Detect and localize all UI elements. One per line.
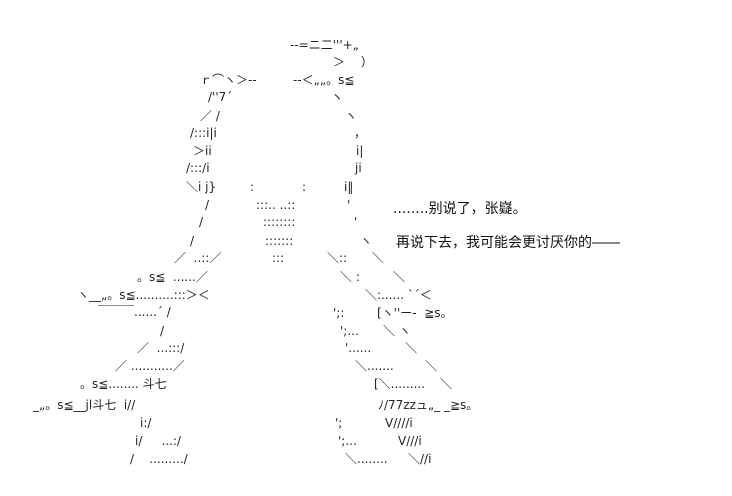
art-line: ';: <box>333 306 345 320</box>
art-line: [＼......... <box>374 377 426 391</box>
art-line: ＼ : <box>340 270 360 284</box>
art-line: ｒ⌒ヽ＞-- <box>200 73 257 87</box>
art-line: : <box>250 180 255 194</box>
art-line: /''7´ <box>208 90 233 104</box>
art-line: ヽ <box>345 109 358 123</box>
art-line: ＼ <box>393 270 406 284</box>
dialogue-line-1: ........别说了，张嶷。 <box>393 201 527 217</box>
art-line: ＼ <box>425 359 438 373</box>
art-line: ＞ ） <box>333 55 373 69</box>
art-line: ' <box>347 198 351 212</box>
art-line: ， <box>354 126 367 140</box>
art-line: ＼ <box>440 377 453 391</box>
art-line: --=ニ二'''+„ <box>290 38 359 52</box>
art-line: ＼ ヽ <box>383 324 411 338</box>
art-line: '; <box>335 416 343 430</box>
art-line: ＼....... <box>355 359 394 373</box>
art-line: [ヽ''ー- ≧s。 <box>377 306 453 320</box>
art-line: ＼//i <box>408 452 432 466</box>
art-line: ／ ...:::/ <box>137 341 185 355</box>
art-line: ＼i j} <box>186 180 217 194</box>
art-line: ／ ...........／ <box>115 359 185 373</box>
art-line: ヽ__„。s≦..........:::＞＜ <box>77 288 210 302</box>
art-line: /:::/i <box>186 161 210 175</box>
art-line: / <box>160 324 165 338</box>
art-line: ';... <box>338 434 357 448</box>
art-line: i| <box>356 144 364 158</box>
art-line: --＜„„。s≦ <box>293 73 355 87</box>
art-line: V////i <box>385 416 413 430</box>
art-line: /:::i|i <box>190 126 217 140</box>
art-line: _„。s≦__jl斗七 i// <box>33 398 136 412</box>
art-line: ／ ..::／ <box>174 251 222 265</box>
art-line: ／ / <box>200 109 220 123</box>
art-line: :::.. ..:: <box>256 198 296 212</box>
art-line: ヽ <box>360 234 373 248</box>
art-line: 。s≦........ 斗七 <box>80 377 167 391</box>
art-line: ﾉ/77zzュ„_ _≧s。 <box>378 398 479 412</box>
art-line: ＼........ <box>345 452 388 466</box>
art-line: ::::::: <box>265 234 294 248</box>
art-line: ＼:: <box>327 251 348 265</box>
art-line: ＼:...... `´＜ <box>365 288 432 302</box>
art-line: V///i <box>398 434 422 448</box>
art-line: / <box>190 234 195 248</box>
art-line: i:/ <box>140 416 152 430</box>
art-line: / ........./ <box>130 452 188 466</box>
art-line: ＼ <box>372 251 385 265</box>
art-line: ＼ <box>405 341 418 355</box>
art-line: :::::::: <box>263 215 296 229</box>
art-line: ::: <box>272 251 285 265</box>
art-line: / <box>205 198 210 212</box>
art-line: 。s≦ ......／ <box>137 270 208 284</box>
art-line: ji <box>355 161 362 175</box>
art-line: '...... <box>345 341 372 355</box>
art-line: ';... <box>340 324 359 338</box>
art-line: : <box>302 180 307 194</box>
art-line: i‖ <box>344 180 354 194</box>
art-line: ヽ <box>331 90 344 104</box>
art-line: ￣￣￣......´ / <box>98 305 171 319</box>
dialogue-line-2: 再说下去，我可能会更讨厌你的―― <box>396 235 620 251</box>
art-line: ＞ii <box>193 144 212 158</box>
art-line: / <box>199 215 204 229</box>
art-line: ' <box>354 215 358 229</box>
art-line: i/ ...:/ <box>135 434 181 448</box>
